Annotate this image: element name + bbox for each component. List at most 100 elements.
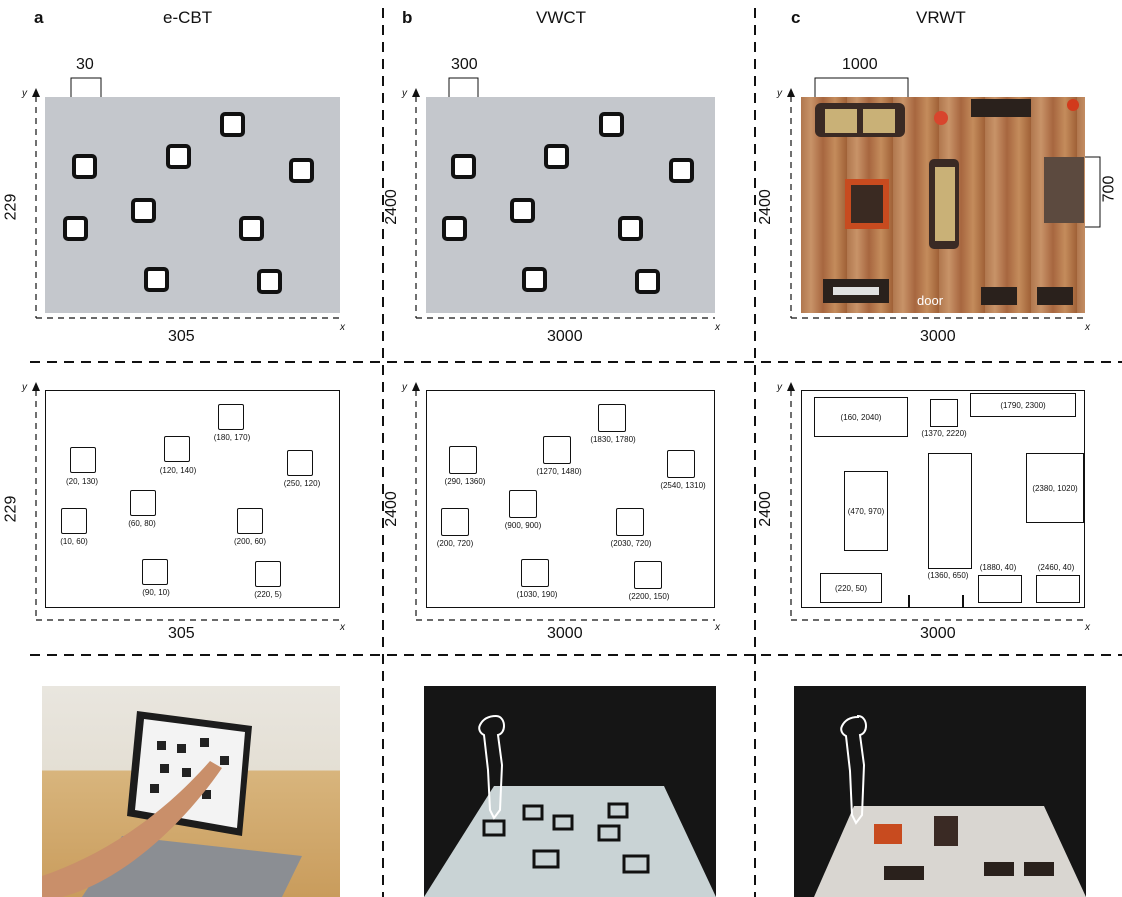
scale-label-300: 300 <box>451 56 478 73</box>
axis-x-char-a2: x <box>340 622 345 633</box>
xlabel-c2: 3000 <box>920 625 956 642</box>
vrwt-object <box>1036 575 1080 603</box>
photo-ecbt-tablet <box>42 686 340 897</box>
ecbt-block <box>72 154 97 179</box>
ylabel-b1: 2400 <box>382 189 400 225</box>
couch-icon <box>929 159 959 249</box>
axis-x-char-c1: x <box>1085 322 1090 333</box>
vrwt-object <box>930 399 958 427</box>
vwct-coord-label: (1830, 1780) <box>590 435 636 444</box>
vrwt-room-image: door <box>801 97 1085 313</box>
vwct-coord-label: (290, 1360) <box>444 477 486 486</box>
vrwt-object: (160, 2040) <box>814 397 908 437</box>
vrwt-object <box>978 575 1022 603</box>
axis-y-char-b2: y <box>402 382 407 393</box>
vwct-block <box>522 267 547 292</box>
door-label: door <box>917 293 944 308</box>
vwct-block <box>451 154 476 179</box>
vwct-coord-block <box>509 490 537 518</box>
axis-x-char-b1: x <box>715 322 720 333</box>
vwct-coord-block <box>634 561 662 589</box>
axis-y-char-c2: y <box>777 382 782 393</box>
ecbt-board <box>45 97 340 313</box>
vrwt-coord-label: (2380, 1020) <box>1032 483 1078 493</box>
axis-x-char-b2: x <box>715 622 720 633</box>
ecbt-coord-board: (180, 170) (20, 130) (120, 140) (250, 12… <box>45 390 340 608</box>
ecbt-coord-label: (10, 60) <box>60 537 88 546</box>
axis-y-char-c1: y <box>777 88 782 99</box>
vwct-block <box>635 269 660 294</box>
title-ecbt: e-CBT <box>163 8 213 27</box>
vrwt-object: (470, 970) <box>844 471 888 551</box>
vwct-block <box>669 158 694 183</box>
ecbt-coord-block <box>142 559 168 585</box>
vrwt-coord-label: (1360, 650) <box>927 571 969 580</box>
vwct-coord-label: (2200, 150) <box>628 592 670 601</box>
rug-icon <box>845 179 889 229</box>
vrwt-coord-label: (220, 50) <box>834 583 868 593</box>
vrwt-coord-label: (1370, 2220) <box>921 429 967 438</box>
vwct-block <box>510 198 535 223</box>
ecbt-block <box>131 198 156 223</box>
ecbt-coord-label: (200, 60) <box>233 537 267 546</box>
ecbt-coord-block <box>287 450 313 476</box>
axis-y-char-a1: y <box>22 88 27 99</box>
vwct-coord-block <box>441 508 469 536</box>
vrwt-coord-label: (1880, 40) <box>979 563 1017 572</box>
vwct-coord-label: (2540, 1310) <box>660 481 706 490</box>
ecbt-block <box>220 112 245 137</box>
ecbt-coord-label: (220, 5) <box>254 590 282 599</box>
panel-letter-a: a <box>34 8 44 27</box>
ylabel-a2: 229 <box>2 495 20 523</box>
axis-y-char-b1: y <box>402 88 407 99</box>
vwct-block <box>599 112 624 137</box>
xlabel-a2: 305 <box>168 625 195 642</box>
vrwt-coord-label: (2460, 40) <box>1037 563 1075 572</box>
ylabel-b2: 2400 <box>382 491 400 527</box>
vwct-board <box>426 97 715 313</box>
panel-letter-c: c <box>791 8 801 27</box>
vrwt-coord-label: (470, 970) <box>847 506 885 516</box>
ecbt-coord-label: (20, 130) <box>65 477 99 486</box>
title-vrwt: VRWT <box>916 8 966 27</box>
ecbt-block <box>239 216 264 241</box>
vrwt-object: (1790, 2300) <box>970 393 1076 417</box>
panel-letter-b: b <box>402 8 413 27</box>
vrwt-object: (2380, 1020) <box>1026 453 1084 523</box>
ecbt-block <box>257 269 282 294</box>
vwct-coord-label: (900, 900) <box>504 521 542 530</box>
row2-axes <box>32 382 1085 621</box>
ecbt-coord-block <box>164 436 190 462</box>
ecbt-coord-block <box>218 404 244 430</box>
vwct-coord-block <box>598 404 626 432</box>
photo-vwct-projection <box>424 686 716 897</box>
ecbt-coord-block <box>70 447 96 473</box>
ylabel-a1: 229 <box>2 193 20 221</box>
vwct-coord-label: (1270, 1480) <box>536 467 582 476</box>
ecbt-coord-block <box>61 508 87 534</box>
ylabel-c1: 2400 <box>756 189 774 225</box>
ylabel-c2: 2400 <box>756 491 774 527</box>
vrwt-coord-label: (1790, 2300) <box>1000 400 1046 410</box>
axis-y-char-a2: y <box>22 382 27 393</box>
vwct-coord-label: (200, 720) <box>436 539 474 548</box>
ecbt-coord-label: (250, 120) <box>283 479 321 488</box>
vwct-coord-block <box>667 450 695 478</box>
vwct-block <box>442 216 467 241</box>
vrwt-object: (220, 50) <box>820 573 882 603</box>
axis-x-char-a1: x <box>340 322 345 333</box>
vrwt-coord-board: (160, 2040) (1370, 2220) (1790, 2300) (4… <box>801 390 1085 608</box>
vwct-block <box>618 216 643 241</box>
ecbt-coord-block <box>130 490 156 516</box>
ecbt-coord-label: (60, 80) <box>128 519 156 528</box>
vwct-coord-block <box>521 559 549 587</box>
tv-cabinet-icon <box>971 99 1031 117</box>
photo-vrwt-projection <box>794 686 1086 897</box>
scale-label-1000: 1000 <box>842 56 878 73</box>
vwct-coord-board: (1830, 1780) (290, 1360) (1270, 1480) (2… <box>426 390 715 608</box>
desk-icon <box>1044 157 1084 223</box>
ecbt-coord-label: (180, 170) <box>213 433 251 442</box>
vwct-coord-block <box>543 436 571 464</box>
flower-icon <box>934 111 948 125</box>
